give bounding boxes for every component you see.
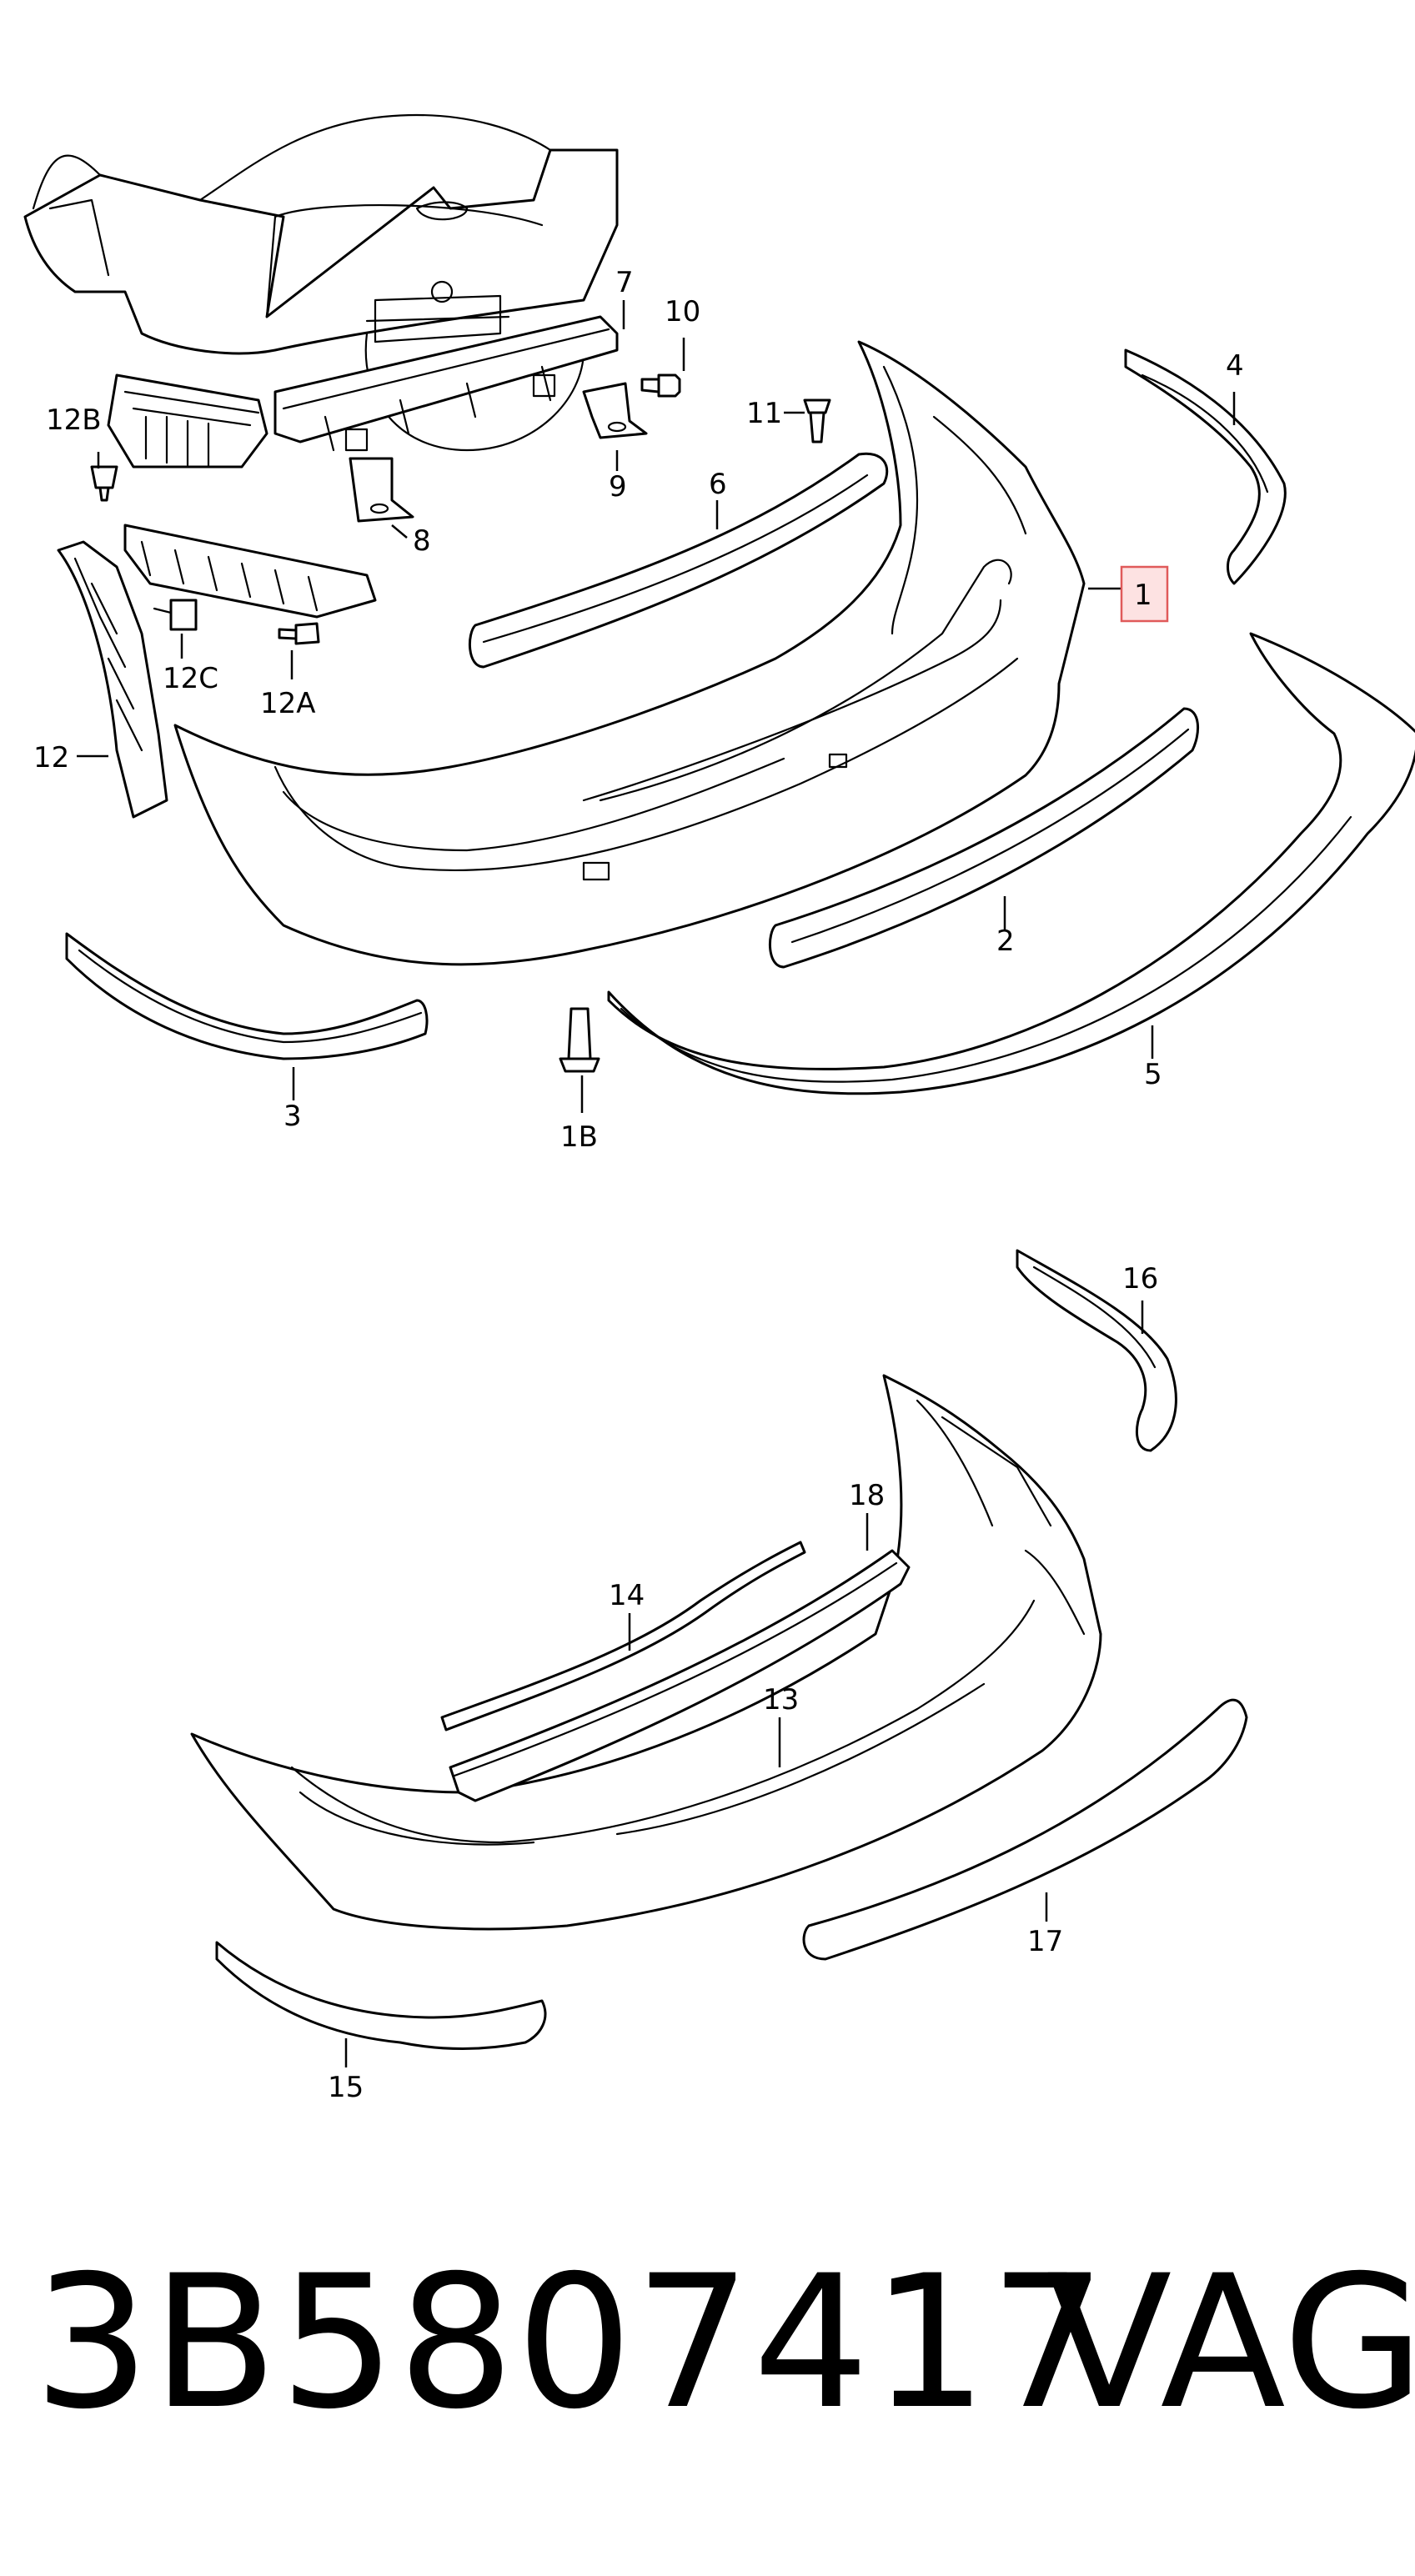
trim-strip-5 xyxy=(607,632,1415,1095)
bracket-guide xyxy=(123,524,377,619)
callout-5[interactable]: 5 xyxy=(1144,1058,1162,1091)
callout-10[interactable]: 10 xyxy=(665,295,700,328)
trim-strip-16 xyxy=(1016,1249,1177,1452)
trim-strip-14 xyxy=(440,1541,806,1732)
trim-strip-17 xyxy=(802,1698,1248,1961)
screw-12B xyxy=(90,465,118,502)
screw-11 xyxy=(803,398,831,444)
callout-2[interactable]: 2 xyxy=(996,925,1015,958)
callout-7[interactable]: 7 xyxy=(615,266,634,299)
beam-7 xyxy=(273,315,619,452)
callout-1-highlight xyxy=(1120,565,1169,623)
callout-4[interactable]: 4 xyxy=(1226,349,1244,383)
bracket-12B xyxy=(107,373,268,469)
callout-1[interactable]: 1 xyxy=(1134,579,1152,612)
car-body-rear xyxy=(23,113,619,452)
callout-12C[interactable]: 12C xyxy=(163,662,218,695)
bracket-8 xyxy=(349,457,414,523)
part-number: 3B5807417 xyxy=(33,2236,1108,2449)
callout-6[interactable]: 6 xyxy=(709,468,727,501)
parts-exploded-diagram: 1 2 3 4 5 6 7 8 9 10 11 12 12A 12B 12C 1… xyxy=(23,113,1415,2104)
callout-11[interactable]: 11 xyxy=(746,397,782,430)
callout-1B[interactable]: 1B xyxy=(560,1120,598,1154)
screw-10 xyxy=(640,373,681,398)
trim-strip-15 xyxy=(215,1941,547,2050)
callout-3[interactable]: 3 xyxy=(284,1100,302,1133)
bumper-cover-13 xyxy=(190,1374,1102,1931)
screw-12A xyxy=(278,622,320,645)
trim-strip-4 xyxy=(1124,348,1287,585)
callout-9[interactable]: 9 xyxy=(609,470,627,504)
callout-15[interactable]: 15 xyxy=(328,2071,364,2104)
screw-1B xyxy=(559,1007,600,1073)
callout-12A[interactable]: 12A xyxy=(260,687,316,720)
clip-12C xyxy=(153,599,198,631)
callout-17[interactable]: 17 xyxy=(1027,1925,1063,1958)
callout-18[interactable]: 18 xyxy=(849,1479,885,1512)
trim-strip-6 xyxy=(468,452,889,669)
bumper-cover-1 xyxy=(173,340,1086,966)
callout-8[interactable]: 8 xyxy=(413,524,431,558)
callout-12[interactable]: 12 xyxy=(33,741,69,774)
callout-13[interactable]: 13 xyxy=(763,1683,799,1716)
trim-strip-2 xyxy=(768,707,1200,969)
callout-12B[interactable]: 12B xyxy=(46,403,102,437)
leader-lines xyxy=(77,300,1236,2067)
callout-labels: 1 2 3 4 5 6 7 8 9 10 11 12 12A 12B 12C 1… xyxy=(33,266,1244,2104)
bracket-9 xyxy=(582,382,648,439)
reinforcement-18 xyxy=(449,1549,911,1802)
callout-16[interactable]: 16 xyxy=(1122,1262,1158,1296)
callout-14[interactable]: 14 xyxy=(609,1579,645,1612)
brand-label: VAG xyxy=(1046,2236,1415,2449)
trim-strip-3 xyxy=(65,932,429,1060)
bracket-12 xyxy=(57,540,168,819)
